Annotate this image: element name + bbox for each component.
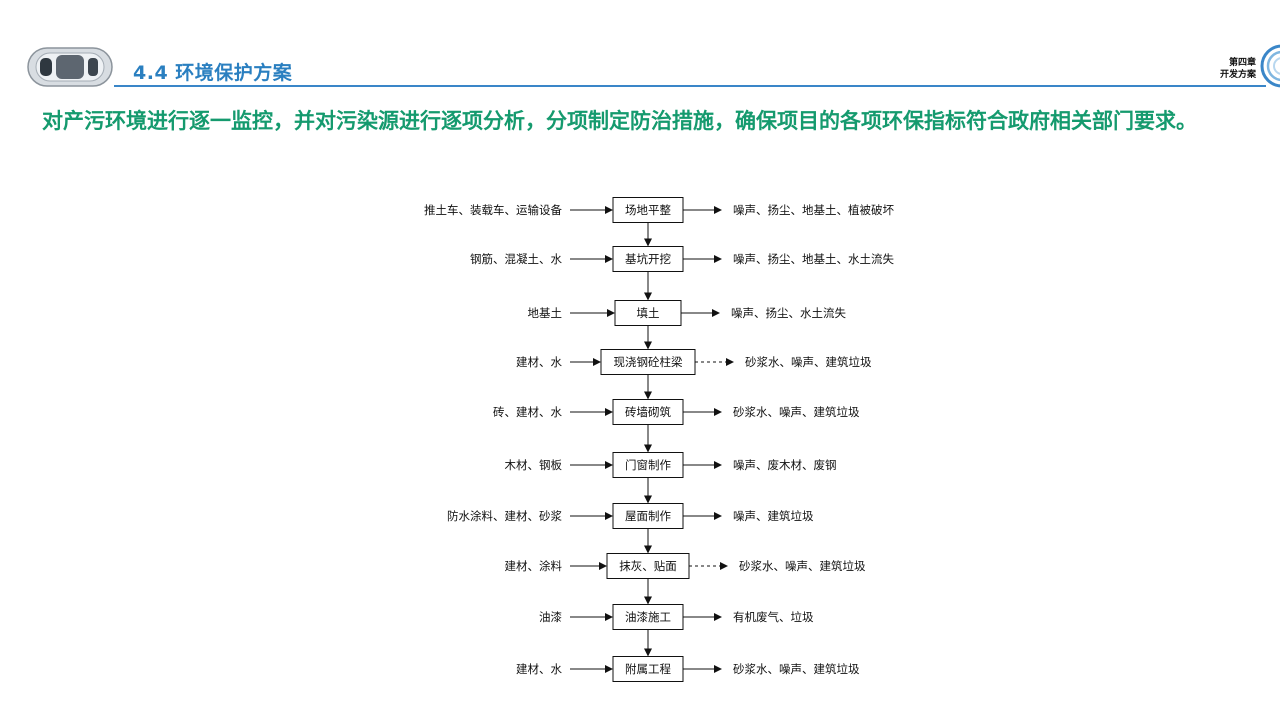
chapter-label: 第四章 开发方案 <box>1220 57 1256 81</box>
input-label: 钢筋、混凝土、水 <box>470 252 562 266</box>
swirl-logo-icon <box>1260 44 1280 88</box>
output-label: 噪声、废木材、废钢 <box>733 458 837 472</box>
input-label: 地基土 <box>528 306 563 320</box>
input-label: 油漆 <box>539 610 562 624</box>
output-label: 噪声、扬尘、水土流失 <box>731 306 846 320</box>
output-label: 砂浆水、噪声、建筑垃圾 <box>733 405 860 419</box>
process-label: 抹灰、贴面 <box>619 559 677 573</box>
chapter-line-2: 开发方案 <box>1219 70 1256 80</box>
output-label: 砂浆水、噪声、建筑垃圾 <box>733 662 860 676</box>
process-label: 基坑开挖 <box>625 252 671 266</box>
process-label: 门窗制作 <box>625 458 671 472</box>
input-label: 砖、建材、水 <box>493 405 562 419</box>
process-box <box>612 604 684 630</box>
car-logo-icon <box>27 47 113 87</box>
process-label: 附属工程 <box>625 662 671 676</box>
input-label: 防水涂料、建材、砂浆 <box>447 509 562 523</box>
header-divider <box>114 85 1266 87</box>
output-label: 噪声、建筑垃圾 <box>733 509 814 523</box>
output-label: 噪声、扬尘、地基土、植被破坏 <box>733 203 894 217</box>
process-label: 场地平整 <box>625 203 671 217</box>
process-label: 砖墙砌筑 <box>625 405 671 419</box>
process-box <box>612 503 684 529</box>
slide-header: 4.4 环境保护方案 第四章 开发方案 <box>0 0 1280 96</box>
process-box <box>606 553 690 579</box>
lead-text: 对产污环境进行逐一监控，并对污染源进行逐项分析，分项制定防治措施，确保项目的各项… <box>42 109 1197 133</box>
process-box <box>612 656 684 682</box>
process-label: 屋面制作 <box>625 509 671 523</box>
process-label: 油漆施工 <box>625 610 671 624</box>
input-label: 建材、涂料 <box>505 559 563 573</box>
output-label: 有机废气、垃圾 <box>733 610 814 624</box>
input-label: 木材、钢板 <box>505 458 563 472</box>
output-label: 噪声、扬尘、地基土、水土流失 <box>733 252 894 266</box>
section-title: 4.4 环境保护方案 <box>133 62 293 84</box>
input-label: 建材、水 <box>516 355 562 369</box>
output-label: 砂浆水、噪声、建筑垃圾 <box>739 559 866 573</box>
output-label: 砂浆水、噪声、建筑垃圾 <box>745 355 872 369</box>
process-label: 现浇钢砼柱梁 <box>614 355 683 369</box>
chapter-line-1: 第四章 <box>1228 58 1256 68</box>
process-box <box>614 300 682 326</box>
process-label: 填土 <box>637 306 660 320</box>
input-label: 推土车、装载车、运输设备 <box>424 203 562 217</box>
input-label: 建材、水 <box>516 662 562 676</box>
